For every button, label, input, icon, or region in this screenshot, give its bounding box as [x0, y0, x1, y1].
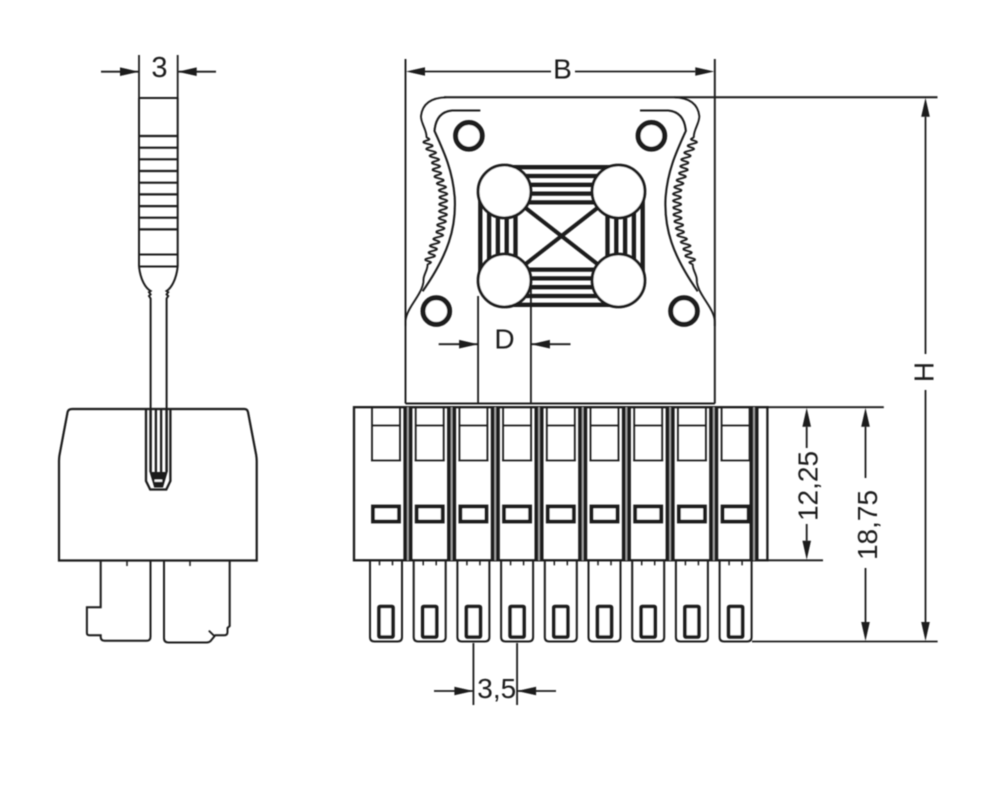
svg-text:3,5: 3,5 — [477, 673, 516, 704]
svg-text:3: 3 — [151, 52, 167, 84]
svg-text:12,25: 12,25 — [793, 451, 824, 521]
svg-text:D: D — [494, 324, 514, 355]
svg-text:18,75: 18,75 — [852, 490, 883, 560]
svg-text:B: B — [553, 54, 572, 85]
svg-text:H: H — [909, 362, 940, 382]
